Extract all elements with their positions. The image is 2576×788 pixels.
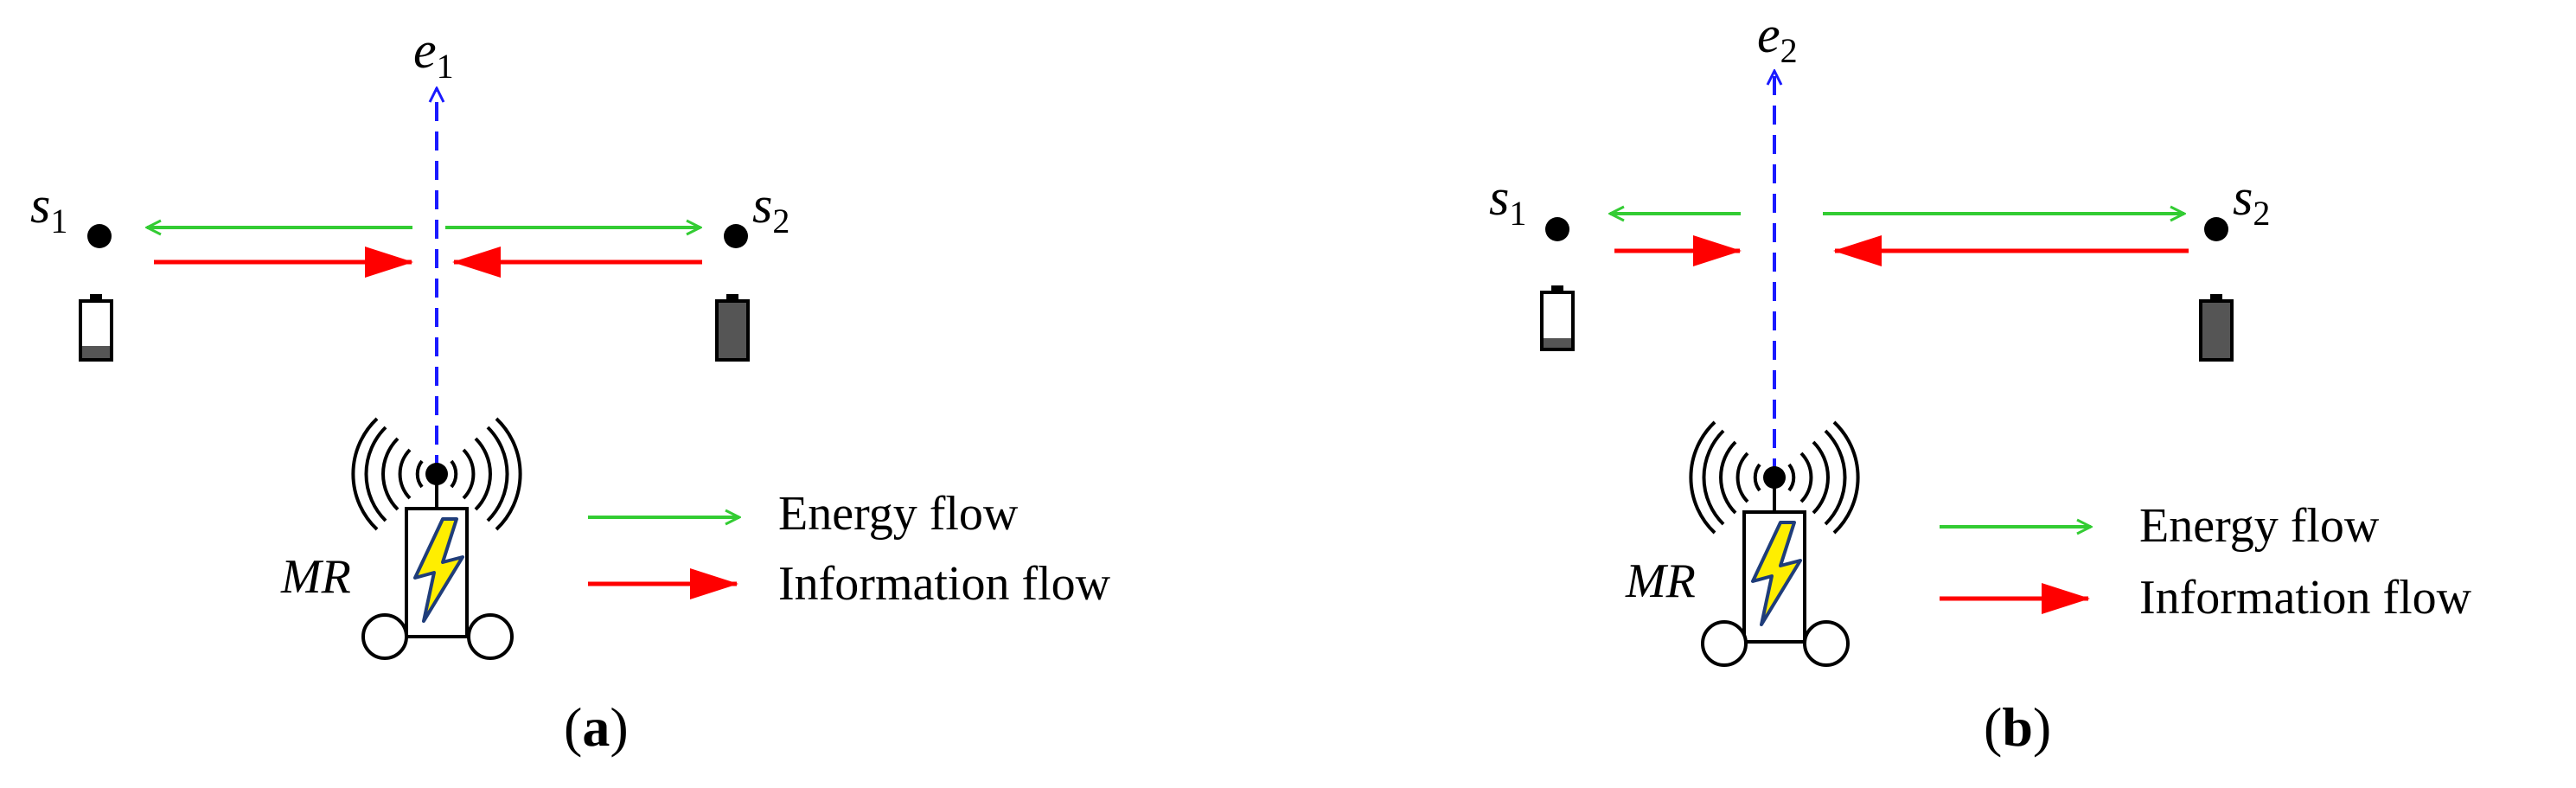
lightning-bolt-icon <box>1751 521 1802 626</box>
eavesdropper-label: e2 <box>1757 6 1798 70</box>
source-right-label: s2 <box>2233 169 2270 233</box>
source-left-label: s1 <box>30 176 67 240</box>
legend-info-label: Information flow <box>778 557 1111 611</box>
legend: Energy flow Information flow <box>588 487 1111 611</box>
robot-label: MR <box>1625 554 1696 608</box>
antenna-waves-icon <box>1689 420 1860 535</box>
legend-energy-label: Energy flow <box>2139 499 2380 553</box>
panel-b: e2 s1 s2 <box>1489 6 2472 758</box>
legend-energy-label: Energy flow <box>778 487 1019 541</box>
panel-caption: (a) <box>564 696 629 758</box>
legend: Energy flow Information flow <box>1940 499 2472 625</box>
source-right-label: s2 <box>752 176 789 240</box>
wheel-icon <box>1701 620 1748 667</box>
wheel-icon <box>1803 620 1850 667</box>
panel-caption: (b) <box>1984 696 2051 758</box>
panel-a: e1 s1 s2 <box>30 22 1111 758</box>
source-left-label: s1 <box>1489 169 1526 233</box>
battery-full-icon <box>2199 294 2234 362</box>
battery-low-icon <box>79 294 113 362</box>
mobile-robot <box>351 417 522 660</box>
wheel-icon <box>361 613 408 660</box>
lightning-bolt-icon <box>413 517 464 623</box>
antenna-waves-icon <box>351 417 522 531</box>
legend-info-label: Information flow <box>2139 571 2472 625</box>
wheel-icon <box>467 613 514 660</box>
eavesdropper-label: e1 <box>413 22 454 86</box>
mobile-robot <box>1689 420 1860 667</box>
source-node-right <box>724 224 748 248</box>
source-node-left <box>87 224 112 248</box>
source-node-left <box>1545 217 1569 241</box>
robot-label: MR <box>280 550 351 604</box>
battery-low-icon <box>1540 285 1575 351</box>
battery-full-icon <box>715 294 750 362</box>
source-node-right <box>2204 217 2228 241</box>
